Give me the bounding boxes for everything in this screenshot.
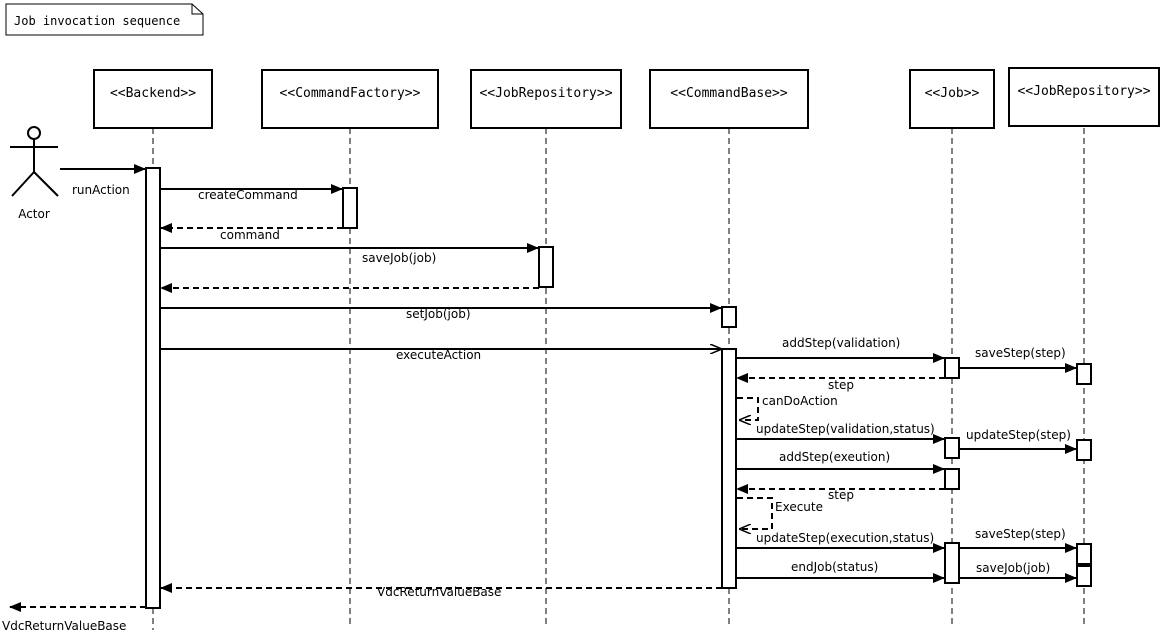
participant-command-base: <<CommandBase>> [649,69,809,129]
message-end-job-label: endJob(status) [791,560,878,574]
activation-job-2 [944,437,960,459]
message-create-command-label: createCommand [198,188,298,202]
activation-job-4 [944,542,960,584]
activation-repo2-3 [1076,543,1092,565]
message-save-step-2-label: saveStep(step) [975,527,1066,541]
message-update-step-repo-label: updateStep(step) [966,428,1071,442]
return-vdc-backend-label: VdcReturnValueBase [377,585,501,599]
participant-command-factory: <<CommandFactory>> [261,69,439,129]
activation-repo2-1 [1076,363,1092,385]
self-can-do-action-label: canDoAction [762,394,838,408]
participant-job-repository-2: <<JobRepository>> [1008,67,1160,127]
message-run-action-label: runAction [72,183,130,197]
participant-backend: <<Backend>> [93,69,213,129]
activation-command-factory [342,187,358,229]
participant-command-base-label: <<CommandBase>> [670,86,788,101]
message-execute-action-label: executeAction [396,348,481,362]
return-step-1-label: step [828,378,854,392]
activation-job-repository [538,246,554,288]
self-execute-label: Execute [775,500,823,514]
message-add-step-validation-label: addStep(validation) [782,336,900,350]
activation-command-base-setjob [721,306,737,328]
activation-job-1 [944,357,960,379]
message-save-job-end-label: saveJob(job) [976,561,1050,575]
actor-figure [10,126,59,197]
activation-repo2-4 [1076,565,1092,587]
activation-job-3 [944,468,960,490]
activation-repo2-2 [1076,439,1092,461]
participant-job: <<Job>> [909,69,995,129]
message-save-step-1-label: saveStep(step) [975,346,1066,360]
participant-backend-label: <<Backend>> [110,86,196,101]
participant-job-repository: <<JobRepository>> [470,69,622,129]
message-save-job-label: saveJob(job) [362,251,436,265]
message-set-job-label: setJob(job) [406,307,471,321]
self-can-do-action [737,397,759,420]
participant-job-label: <<Job>> [925,86,980,101]
message-update-step-validation-label: updateStep(validation,status) [756,422,935,436]
message-add-step-execution-label: addStep(exeution) [779,450,890,464]
return-vdc-actor-label: VdcReturnValueBase [2,619,126,633]
title-note: Job invocation sequence [5,3,204,36]
return-command-label: command [220,228,280,242]
participant-job-repository-label: <<JobRepository>> [479,86,612,101]
self-execute [737,497,773,529]
participant-job-repository-2-label: <<JobRepository>> [1017,84,1150,99]
activation-backend [145,167,161,609]
diagram-title: Job invocation sequence [14,14,180,28]
message-update-step-execution-label: updateStep(execution,status) [756,531,934,545]
participant-command-factory-label: <<CommandFactory>> [280,86,421,101]
return-step-2-label: step [828,488,854,502]
actor-label: Actor [18,207,50,221]
activation-command-base-execute [721,348,737,589]
